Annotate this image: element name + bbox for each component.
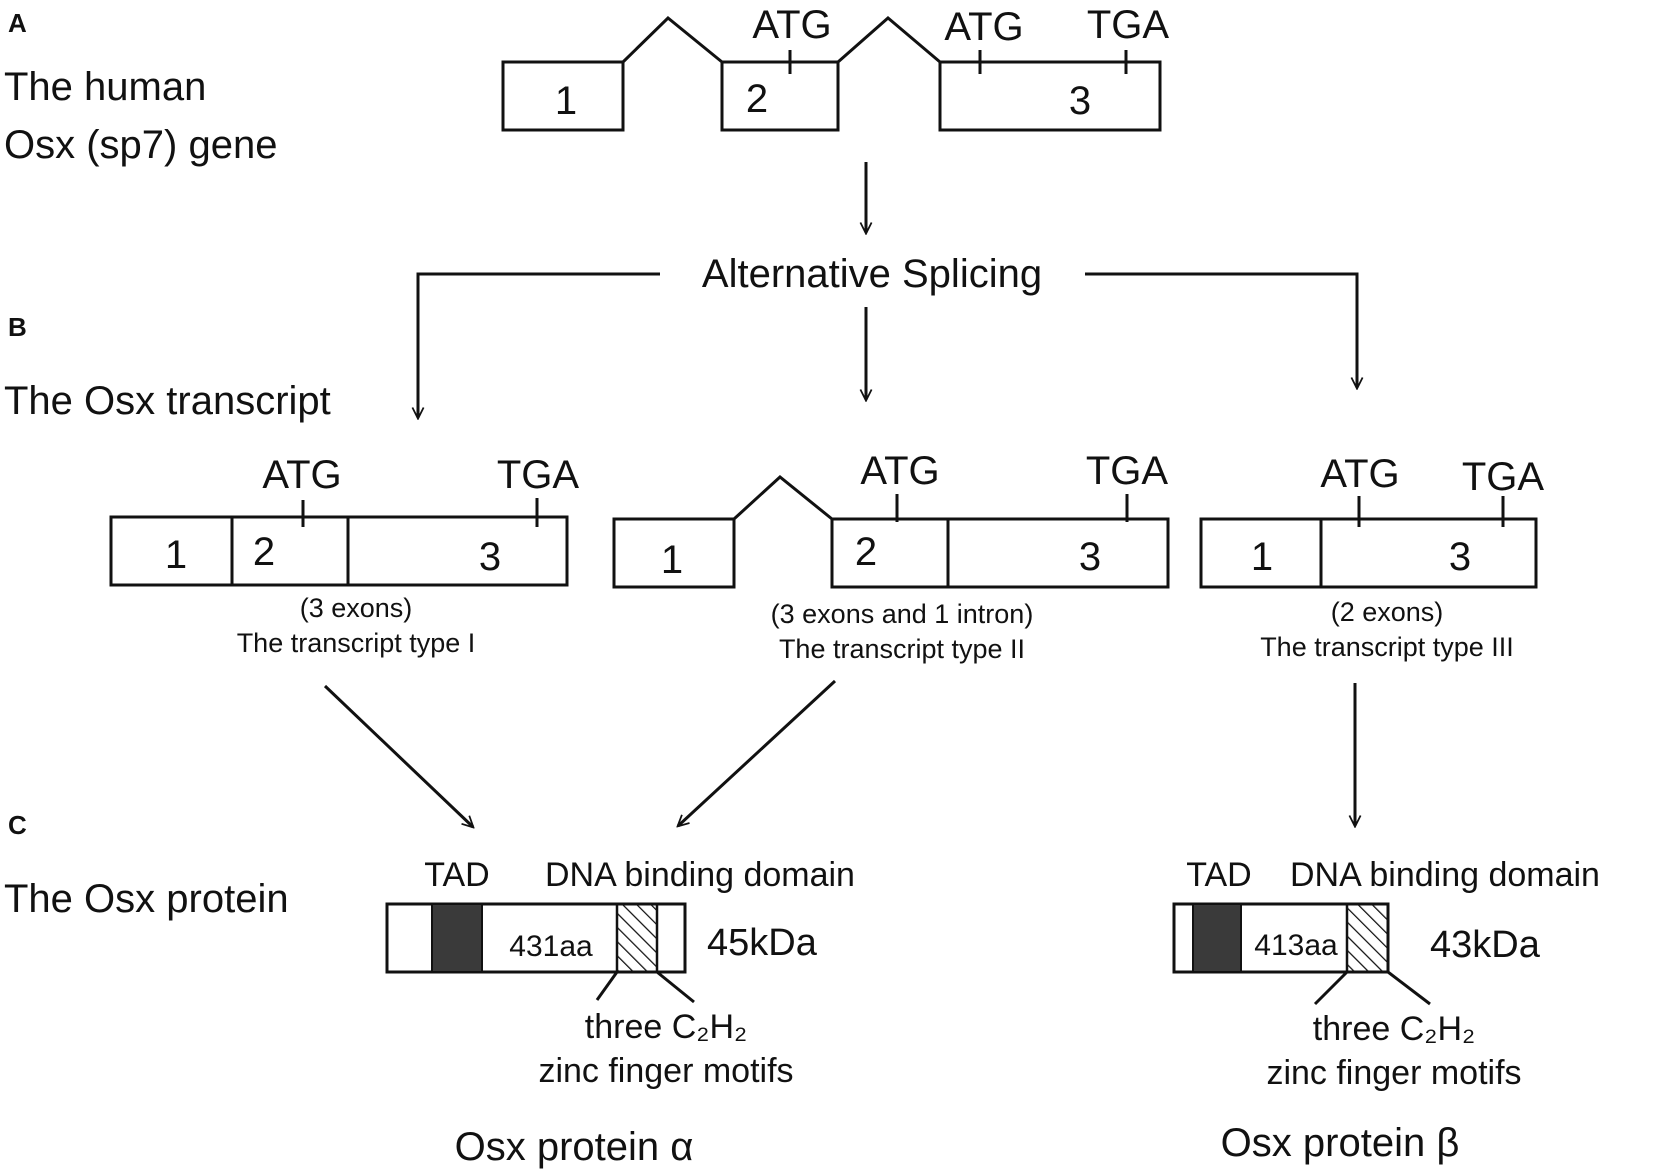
transcript3-body: [1199, 517, 1538, 589]
beta-zf-label-line1: three C₂H₂: [1313, 1010, 1475, 1048]
transcript1-body: [109, 515, 569, 587]
protein-beta: TAD DNA binding domain 413aa 43kDa three…: [1172, 856, 1600, 1165]
splicing-arrow-type3: [1085, 272, 1357, 388]
beta-tad-domain: [1192, 903, 1242, 973]
gene-exon-2-label: 2: [746, 77, 768, 121]
gene-exon-1-label: 1: [555, 79, 577, 123]
transcript1-caption-line2: The transcript type I: [237, 628, 476, 658]
panel-b: B The Osx transcript 1 2 3 ATG TGA (3 ex…: [4, 312, 1544, 827]
transcript2-atg-label: ATG: [860, 449, 939, 493]
transcript2-exons-2-3: [830, 517, 1170, 589]
transcript-type-2: 1 2 3 ATG TGA (3 exons and 1 intron) The…: [612, 449, 1170, 664]
beta-zf-pointer-right: [1387, 970, 1431, 1006]
beta-mass-label: 43kDa: [1430, 924, 1541, 966]
transcript1-exon-2-label: 2: [253, 530, 275, 574]
gene-intron-2: [837, 16, 941, 64]
beta-zinc-finger-domain: [1345, 902, 1390, 974]
transcript2-exon-3-label: 3: [1079, 535, 1101, 579]
alternative-splicing-label: Alternative Splicing: [702, 252, 1042, 296]
alpha-zf-pointer-left: [595, 971, 619, 1001]
gene-exon-3: [938, 60, 1162, 132]
alpha-mass-label: 45kDa: [707, 922, 818, 964]
protein-title: The Osx protein: [4, 877, 289, 921]
gene-exon-2: [720, 60, 840, 132]
transcript2-exon-1-label: 1: [661, 538, 683, 582]
protein-alpha: TAD DNA binding domain 431aa 45kDa three…: [385, 856, 855, 1169]
panel-c: C The Osx protein TAD DNA binding domain…: [4, 810, 1600, 1169]
transcript3-caption-line1: (2 exons): [1331, 597, 1444, 627]
transcript1-exon-3-label: 3: [479, 535, 501, 579]
transcript2-exon-2-label: 2: [855, 530, 877, 574]
gene-exon-1: [501, 60, 625, 132]
transcript2-caption-line2: The transcript type II: [779, 634, 1025, 664]
gene-title-line2: Osx (sp7) gene: [4, 123, 277, 167]
beta-protein-name: Osx protein β: [1221, 1121, 1460, 1165]
alpha-tad-domain: [431, 903, 483, 973]
beta-zf-pointer-left: [1313, 970, 1349, 1006]
transcript3-caption-line2: The transcript type III: [1260, 632, 1514, 662]
beta-length-label: 413aa: [1254, 929, 1338, 962]
gene-intron-1: [621, 15, 723, 64]
gene-structure: 1 2 ATG 3 ATG TGA: [501, 3, 1170, 132]
gene-exon-3-label: 3: [1069, 79, 1091, 123]
transcript-type-3: 1 3 ATG TGA (2 exons) The transcript typ…: [1199, 452, 1545, 662]
transcript2-exon-1: [612, 517, 736, 589]
type1-to-alpha-arrow: [323, 684, 473, 827]
alpha-length-label: 431aa: [509, 930, 593, 963]
gene-title-line1: The human: [4, 65, 206, 109]
alpha-protein-name: Osx protein α: [455, 1125, 694, 1169]
alpha-zf-label-line1: three C₂H₂: [585, 1008, 747, 1046]
gene-atg-exon2-label: ATG: [752, 3, 831, 47]
alpha-dna-binding-label: DNA binding domain: [545, 856, 855, 894]
panel-a: A The human Osx (sp7) gene 1 2 ATG 3 ATG…: [4, 3, 1169, 233]
transcript3-atg-label: ATG: [1320, 452, 1399, 496]
alpha-zf-label-line2: zinc finger motifs: [538, 1052, 793, 1090]
transcript2-tga-label: TGA: [1086, 449, 1169, 493]
transcript-type-1: 1 2 3 ATG TGA (3 exons) The transcript t…: [109, 453, 580, 658]
gene-atg-exon3-label: ATG: [944, 5, 1023, 49]
transcript1-tga-label: TGA: [497, 453, 580, 497]
splicing-arrow-type1: [418, 272, 660, 418]
beta-dna-binding-label: DNA binding domain: [1290, 856, 1600, 894]
transcript-title: The Osx transcript: [4, 379, 331, 423]
alpha-tad-label: TAD: [424, 856, 489, 894]
transcript2-caption-line1: (3 exons and 1 intron): [771, 599, 1034, 629]
transcript3-exon-1-label: 1: [1251, 535, 1273, 579]
transcript2-intron: [732, 475, 833, 521]
transcript3-exon-3-label: 3: [1449, 535, 1471, 579]
gene-tga-label: TGA: [1087, 3, 1170, 47]
panel-c-letter: C: [8, 810, 27, 840]
panel-a-letter: A: [8, 8, 27, 38]
type2-to-alpha-arrow: [678, 679, 837, 826]
beta-zf-label-line2: zinc finger motifs: [1266, 1054, 1521, 1092]
transcript3-tga-label: TGA: [1462, 455, 1545, 499]
alpha-zf-pointer-right: [656, 970, 695, 1004]
alpha-zinc-finger-domain: [615, 902, 659, 974]
transcript1-atg-label: ATG: [262, 453, 341, 497]
panel-b-letter: B: [8, 312, 27, 342]
beta-tad-label: TAD: [1186, 856, 1251, 894]
transcript1-caption-line1: (3 exons): [300, 593, 413, 623]
splicing-hub: Alternative Splicing: [418, 252, 1357, 418]
transcript1-exon-1-label: 1: [165, 533, 187, 577]
